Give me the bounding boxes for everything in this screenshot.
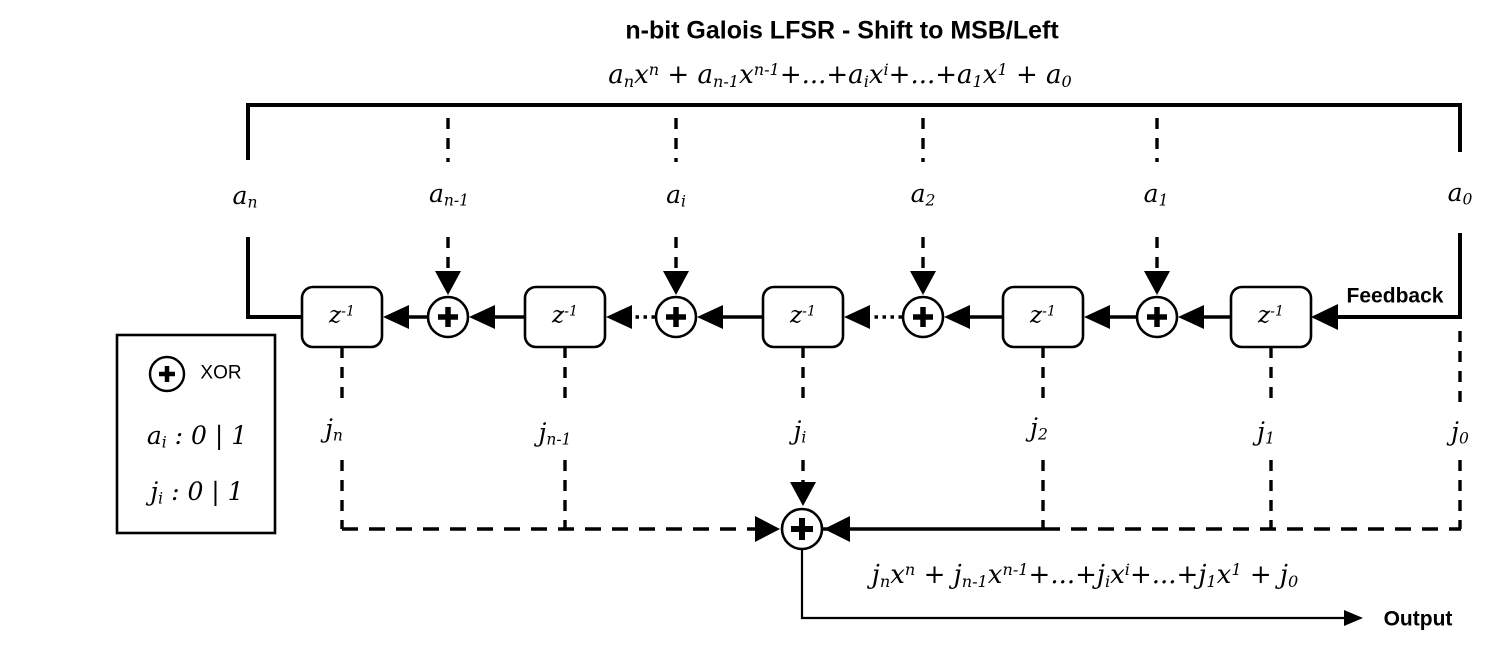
xor-plus-icon xyxy=(913,307,933,327)
arrowhead-icon xyxy=(844,305,870,329)
arrowhead-down-icon xyxy=(790,482,816,506)
tap-label-a-n: an xyxy=(232,180,258,212)
chain-xor-nodes xyxy=(426,295,1179,339)
j-tap-lines xyxy=(340,331,1462,529)
xor-plus-icon xyxy=(1147,307,1167,327)
input-polynomial: anxn + an-1xn-1+...+aixi+...+a1x1 + a0 xyxy=(608,59,1072,91)
delay-box-label: z-1 xyxy=(328,302,356,329)
xor-icon xyxy=(148,355,186,393)
tap-label-j-2: j2 xyxy=(1030,412,1048,444)
tap-label-j-n1: jn-1 xyxy=(538,417,572,449)
feedback-label: Feedback xyxy=(1346,284,1444,308)
legend-box xyxy=(115,333,277,535)
xor-icon xyxy=(426,295,470,339)
xor-plus-icon xyxy=(791,518,813,540)
arrowhead-icon xyxy=(606,305,632,329)
output-arrowhead-icon xyxy=(1344,610,1363,626)
chain-connections xyxy=(383,305,1231,329)
output-xor-icon xyxy=(780,507,824,551)
xor-icon xyxy=(901,295,945,339)
arrowhead-icon xyxy=(469,305,495,329)
feedback-loop xyxy=(246,103,1462,330)
delay-box-label: z-1 xyxy=(789,302,817,329)
output-path xyxy=(800,549,1363,626)
arrowhead-icon xyxy=(944,305,970,329)
tap-label-a-2: a2 xyxy=(910,178,936,210)
tap-label-j-i: ji xyxy=(793,415,807,447)
legend xyxy=(115,333,277,535)
xor-icon xyxy=(654,295,698,339)
arrowhead-down-icon xyxy=(435,271,461,295)
arrowhead-icon xyxy=(1178,305,1204,329)
tap-label-j-1: j1 xyxy=(1257,416,1275,448)
xor-icon xyxy=(1135,295,1179,339)
arrowhead-icon xyxy=(1084,305,1110,329)
tap-label-a-n1: an-1 xyxy=(429,178,469,210)
tap-label-j-n: jn xyxy=(325,413,343,445)
arrowhead-down-icon xyxy=(663,271,689,295)
legend-row-j: ji : 0 | 1 xyxy=(150,476,244,508)
arrowhead-right-icon xyxy=(755,516,780,542)
output-line xyxy=(800,549,1345,620)
output-polynomial: jnxn + jn-1xn-1+...+jixi+...+j1x1 + j0 xyxy=(871,559,1299,591)
xor-plus-icon xyxy=(438,307,458,327)
arrowhead-down-icon xyxy=(1144,271,1170,295)
tap-label-a-0: a0 xyxy=(1447,177,1473,209)
delay-box-label: z-1 xyxy=(551,302,579,329)
diagram-title: n-bit Galois LFSR - Shift to MSB/Left xyxy=(625,16,1059,45)
tap-label-j-0: j0 xyxy=(1451,416,1469,448)
legend-xor-label: XOR xyxy=(200,362,242,384)
output-label: Output xyxy=(1383,607,1453,631)
arrowhead-down-icon xyxy=(910,271,936,295)
arrowhead-icon xyxy=(697,305,723,329)
tap-label-a-i: ai xyxy=(666,179,686,211)
legend-row-a: ai : 0 | 1 xyxy=(146,420,248,452)
feedback-arrowhead-icon xyxy=(1311,304,1338,330)
xor-plus-icon xyxy=(666,307,686,327)
arrowhead-icon xyxy=(824,516,850,542)
tap-label-a-1: a1 xyxy=(1143,178,1169,210)
delay-box-label: z-1 xyxy=(1029,302,1057,329)
collector-line xyxy=(342,516,1461,542)
delay-box-label: z-1 xyxy=(1257,302,1285,329)
xor-plus-icon xyxy=(159,366,175,382)
arrowhead-icon xyxy=(383,305,409,329)
a-tap-lines xyxy=(435,118,1170,295)
